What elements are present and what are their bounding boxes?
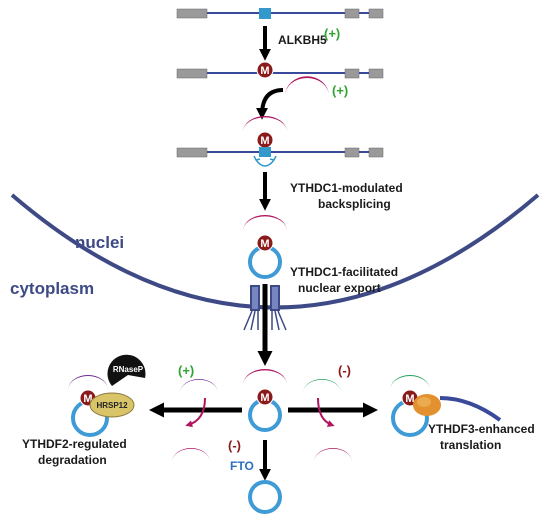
degradation-label-1: YTHDF2-regulated (22, 437, 127, 451)
export-label-2: nuclear export (298, 281, 381, 295)
fto-effect: (-) (228, 438, 241, 453)
exon (368, 8, 384, 19)
svg-text:DF2: DF2 (190, 380, 209, 391)
svg-text:DC1: DC1 (255, 222, 275, 233)
m6a-site (259, 8, 271, 19)
export-label-1: YTHDC1-facilitated (290, 265, 398, 279)
backsplicing-label-2: backsplicing (318, 197, 391, 211)
backsplice-arrow (255, 159, 275, 167)
svg-text:DC1: DC1 (255, 376, 275, 387)
fto-label: FTO (230, 459, 254, 473)
svg-text:HRSP12: HRSP12 (96, 401, 128, 410)
translation-label-1: YTHDF3-enhanced (428, 422, 535, 436)
svg-text:M: M (405, 393, 414, 405)
pre-mrna-row-1 (176, 8, 384, 19)
backsplicing-label-1: YTHDC1-modulated (290, 181, 403, 195)
nascent-peptide (439, 396, 502, 422)
released-dc1-right: DC1 (314, 448, 352, 464)
degradation-complex: DF2 M HRSP12 RNaseP (68, 354, 146, 437)
ythdf2-reader-free: DF2 (180, 379, 218, 393)
svg-text:RNaseP: RNaseP (113, 365, 144, 374)
m6a-mark (256, 61, 274, 79)
alkbh5-effect: (+) (324, 26, 340, 41)
cytoplasm-label: cytoplasm (10, 279, 94, 298)
dc1-release-arrow-right (317, 397, 335, 427)
nuclear-circrna: DC1 M (243, 215, 287, 279)
hrsp12-protein (89, 392, 135, 418)
svg-text:DC1: DC1 (297, 85, 317, 96)
svg-text:M: M (260, 238, 269, 250)
exon (344, 8, 360, 19)
pre-mrna-row-3 (176, 147, 384, 167)
curved-arrow (256, 88, 284, 120)
cytoplasmic-circrna: DC1 M (243, 369, 287, 432)
svg-text:DF2: DF2 (79, 379, 98, 390)
ythdc1-effect: (+) (332, 83, 348, 98)
df2-effect: (+) (178, 363, 194, 378)
ythdf3-reader-free: DF3 (303, 379, 341, 393)
svg-text:M: M (83, 393, 92, 405)
translation-label-2: translation (440, 438, 501, 452)
exon (176, 8, 208, 19)
svg-text:M: M (260, 65, 269, 77)
svg-text:DF3: DF3 (401, 379, 420, 390)
released-dc1-left: DC1 (172, 448, 210, 464)
alkbh5-label: ALKBH5 (278, 33, 327, 47)
ythdc1-bound-complex: DC1 M (243, 116, 287, 149)
rnasep-protein (107, 354, 146, 386)
svg-text:DC1: DC1 (181, 453, 201, 464)
svg-text:M: M (260, 392, 269, 404)
translation-complex: DF3 M (390, 375, 502, 437)
nuclear-pore (243, 285, 287, 331)
svg-text:DC1: DC1 (323, 453, 343, 464)
degradation-label-2: degradation (38, 453, 107, 467)
ythdc1-reader: DC1 (285, 76, 329, 96)
dc1-release-arrow-left (185, 397, 206, 428)
svg-text:M: M (260, 135, 269, 147)
pre-mrna-row-2: M (176, 61, 384, 79)
svg-text:DF3: DF3 (313, 380, 332, 391)
nuclei-label: nuclei (75, 233, 124, 252)
svg-text:DC1: DC1 (255, 123, 275, 134)
unmodified-circrna (248, 480, 282, 514)
df3-effect: (-) (338, 363, 351, 378)
